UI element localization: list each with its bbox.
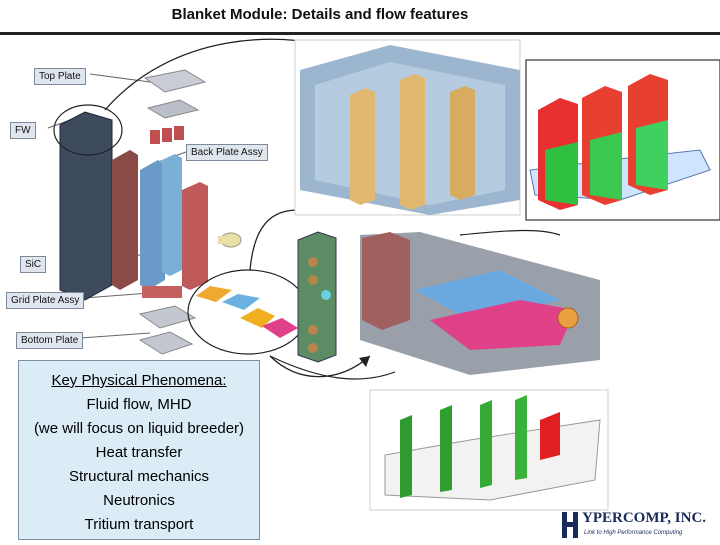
sic-channel-2 bbox=[140, 160, 165, 290]
sic-channel-1 bbox=[112, 150, 138, 290]
bottom-detail-red-wall bbox=[362, 232, 410, 330]
flow-piece-pink bbox=[262, 318, 298, 338]
grid-plate-red bbox=[142, 286, 182, 298]
arrow-head-2 bbox=[359, 356, 370, 367]
flow-highlight-circle bbox=[187, 269, 309, 355]
inlet-outlet-plate bbox=[297, 231, 337, 363]
label-sic: SiC bbox=[20, 256, 47, 273]
tan-channel-2 bbox=[400, 74, 425, 210]
slide-title: Blanket Module: Details and flow feature… bbox=[171, 6, 469, 23]
top-right-contour-plot bbox=[525, 59, 720, 221]
logo-text: YPERCOMP, INC. bbox=[582, 510, 707, 526]
top-plate-part bbox=[143, 69, 207, 93]
velocity-fin-4 bbox=[515, 395, 527, 480]
phenomena-heading: Key Physical Phenomena: bbox=[51, 372, 227, 389]
contour-green-2 bbox=[590, 132, 622, 200]
phenomena-item: Tritium transport bbox=[84, 516, 194, 533]
grid-plate-part bbox=[138, 305, 197, 329]
plate-hole-2 bbox=[308, 275, 318, 285]
plate-hole-4 bbox=[308, 343, 318, 353]
phenomena-item: Heat transfer bbox=[95, 444, 183, 461]
contour-green-3 bbox=[636, 120, 668, 190]
logo-tagline: Link to High Performance Computing bbox=[584, 530, 683, 536]
hypercomp-logo: YPERCOMP, INC. Link to High Performance … bbox=[560, 510, 720, 540]
flow-piece-yellow bbox=[240, 308, 275, 328]
velocity-peak bbox=[540, 412, 560, 460]
bottom-3d-detail bbox=[360, 232, 600, 375]
first-wall-part bbox=[59, 111, 113, 301]
label-top-plate: Top Plate bbox=[34, 68, 86, 85]
red-block-1 bbox=[150, 130, 160, 144]
fw-highlight-circle bbox=[53, 104, 123, 156]
arrow-to-bottom-detail bbox=[269, 355, 371, 378]
tan-channel-1 bbox=[350, 88, 375, 205]
arrow-to-plot-1 bbox=[459, 229, 561, 236]
inlet-stem bbox=[218, 236, 230, 244]
flow-piece-blue bbox=[222, 294, 260, 310]
arrow-to-side bbox=[249, 209, 301, 271]
label-bottom-plate: Bottom Plate bbox=[16, 332, 84, 349]
label-fw: FW bbox=[10, 122, 36, 139]
title-rule bbox=[0, 32, 720, 35]
phenomena-item: (we will focus on liquid breeder) bbox=[33, 420, 245, 437]
bottom-detail-pink-duct bbox=[430, 300, 575, 350]
top-plate-sub-part bbox=[146, 99, 200, 119]
top-3d-detail bbox=[294, 39, 521, 216]
bottom-detail-pipe bbox=[557, 307, 579, 329]
velocity-fin-3 bbox=[480, 400, 492, 488]
phenomena-item: Fluid flow, MHD bbox=[86, 396, 192, 413]
phenomena-item: Neutronics bbox=[103, 492, 175, 509]
plate-hole-3 bbox=[308, 325, 318, 335]
bottom-plate-part bbox=[138, 331, 194, 355]
velocity-fin-2 bbox=[440, 405, 452, 492]
plate-hole-5 bbox=[321, 290, 331, 300]
green-plate bbox=[297, 231, 337, 363]
sic-channel-3 bbox=[162, 154, 182, 276]
arrow-to-plot-2 bbox=[269, 355, 396, 380]
velocity-fin-1 bbox=[400, 415, 412, 498]
red-block-3 bbox=[174, 126, 184, 140]
flow-piece-orange bbox=[196, 286, 232, 302]
red-block-2 bbox=[162, 128, 172, 142]
bottom-right-velocity-plot bbox=[369, 389, 609, 511]
contour-green-1 bbox=[545, 142, 578, 205]
logo-mark-icon bbox=[562, 512, 578, 538]
tan-channel-3 bbox=[450, 86, 475, 200]
plate-hole-1 bbox=[308, 257, 318, 267]
phenomena-item: Structural mechanics bbox=[68, 468, 210, 485]
exploded-assembly bbox=[59, 69, 298, 355]
key-phenomena-box: Key Physical Phenomena: Fluid flow, MHD … bbox=[18, 360, 260, 540]
sic-channel-4 bbox=[182, 182, 208, 290]
label-back-plate-assy: Back Plate Assy bbox=[186, 144, 268, 161]
label-grid-plate-assy: Grid Plate Assy bbox=[6, 292, 85, 309]
